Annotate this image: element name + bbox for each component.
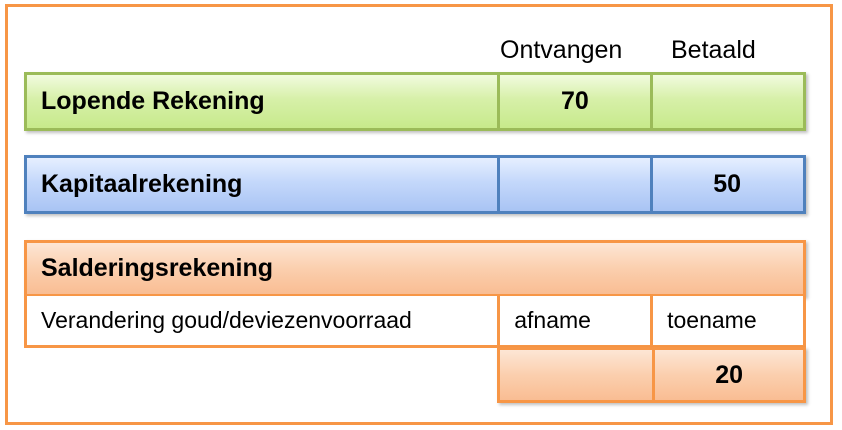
row-capital-account: Kapitaalrekening 50	[24, 155, 806, 214]
settlement-detail-label: Verandering goud/deviezenvoorraad	[41, 307, 412, 333]
settlement-value-paid: 20	[651, 350, 804, 400]
capital-account-label: Kapitaalrekening	[41, 170, 243, 198]
settlement-account-label: Salderingsrekening	[41, 254, 274, 282]
row-current-account: Lopende Rekening 70	[24, 72, 806, 131]
header-received: Ontvangen	[500, 36, 623, 64]
settlement-detail-paid: toename	[650, 296, 803, 345]
row-settlement-detail: Verandering goud/deviezenvoorraad afname…	[24, 296, 806, 348]
row-settlement-account: Salderingsrekening	[24, 240, 806, 297]
capital-account-paid: 50	[649, 158, 803, 211]
row-settlement-values: 20	[497, 347, 806, 403]
current-account-received: 70	[497, 75, 650, 128]
current-account-label: Lopende Rekening	[41, 87, 265, 115]
capital-account-received	[497, 158, 650, 211]
header-paid: Betaald	[671, 36, 756, 64]
settlement-detail-received: afname	[497, 296, 650, 345]
settlement-value-received	[500, 350, 652, 400]
current-account-paid	[649, 75, 803, 128]
